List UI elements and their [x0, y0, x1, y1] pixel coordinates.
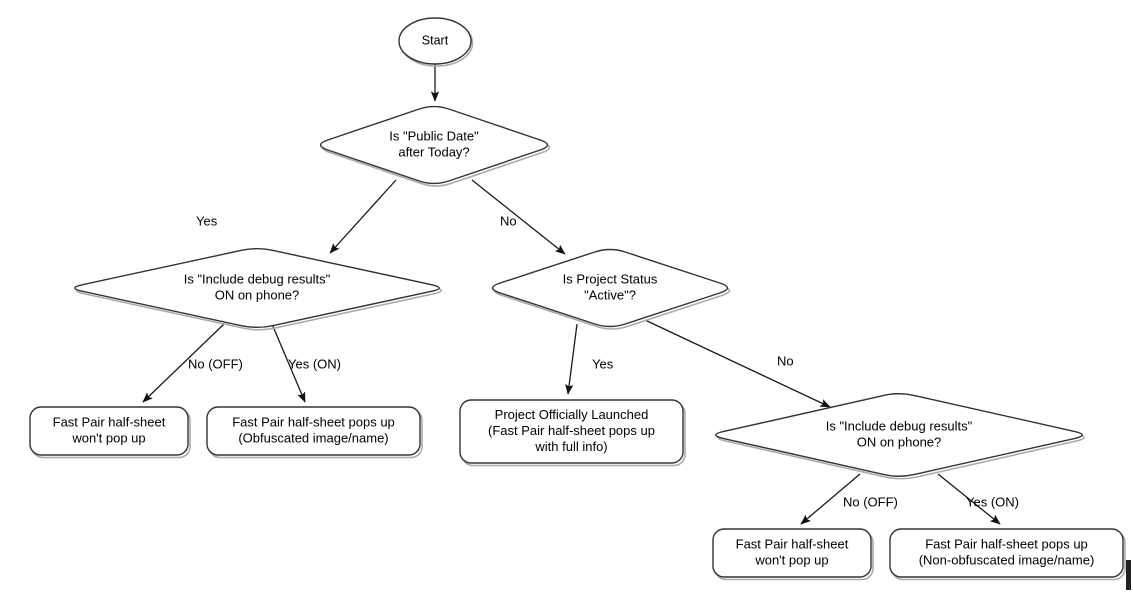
node-outline [715, 393, 1083, 477]
node-outline [491, 248, 729, 328]
node-text-line: Project Officially Launched [495, 407, 649, 422]
node-text-line: (Non-obfuscated image/name) [919, 552, 1095, 567]
node-text-line: after Today? [398, 144, 469, 159]
node-text-line: with full info) [534, 439, 607, 454]
edge-corner-mark [1126, 560, 1131, 590]
node-d_debug_left: Is "Include debug results"ON on phone? [74, 247, 442, 331]
node-d_project_status: Is Project Status"Active"? [491, 248, 731, 330]
edge-label-e9: Yes (ON) [966, 494, 1019, 509]
node-outline [712, 528, 872, 578]
edge-e9 [937, 473, 1001, 525]
node-t_left_on: Fast Pair half-sheet pops up(Obfuscated … [206, 406, 423, 459]
edge-e6 [565, 323, 578, 395]
decoration-layer [1126, 560, 1131, 590]
edge-label-e7: No [777, 353, 794, 368]
edge-e7 [644, 319, 831, 408]
edge-e5 [271, 323, 306, 403]
node-text-line: Is "Public Date" [389, 128, 479, 143]
edge-label-e3: No [500, 213, 517, 228]
node-outline [74, 247, 440, 329]
node-text-line: (Fast Pair half-sheet pops up [488, 423, 655, 438]
edge-label-e4: No (OFF) [188, 356, 243, 371]
node-text-line: ON on phone? [215, 287, 300, 302]
node-text-line: ON on phone? [857, 434, 942, 449]
node-t_right_on: Fast Pair half-sheet pops up(Non-obfusca… [889, 528, 1126, 581]
node-text-line: Fast Pair half-sheet [736, 536, 849, 551]
nodes-layer: Start Is "Public Date"after Today? Is "Inc… [29, 17, 1126, 581]
node-outline [398, 17, 472, 65]
node-outline [889, 528, 1124, 578]
node-text-line: "Active"? [584, 287, 636, 302]
node-t_launched: Project Officially Launched(Fast Pair ha… [459, 399, 686, 467]
node-text-line: Is "Include debug results" [826, 418, 973, 433]
node-text-line: (Obfuscated image/name) [238, 430, 388, 445]
node-outline [459, 399, 684, 464]
node-d_debug_right: Is "Include debug results"ON on phone? [715, 393, 1085, 480]
node-outline [319, 105, 549, 185]
node-text-line: Fast Pair half-sheet pops up [232, 414, 395, 429]
node-text-line: won't pop up [71, 430, 145, 445]
node-d_public_date: Is "Public Date"after Today? [319, 105, 551, 187]
edge-e8 [800, 473, 861, 525]
node-start: Start [398, 17, 474, 67]
edge-e3 [471, 179, 566, 255]
edge-label-e2: Yes [196, 213, 218, 228]
edge-label-e6: Yes [592, 356, 614, 371]
node-text-line: won't pop up [754, 552, 828, 567]
edge-e4 [142, 323, 225, 403]
edge-label-e8: No (OFF) [843, 494, 898, 509]
node-text-line: Fast Pair half-sheet [53, 414, 166, 429]
node-text-line: Fast Pair half-sheet pops up [925, 536, 1088, 551]
node-text-line: Start [422, 33, 449, 47]
node-text-line: Is Project Status [563, 271, 658, 286]
edge-e2 [329, 179, 397, 254]
edges-layer [142, 64, 1001, 525]
node-outline [29, 406, 189, 456]
edge-label-e5: Yes (ON) [288, 356, 341, 371]
node-outline [206, 406, 421, 456]
node-text-line: Is "Include debug results" [184, 271, 331, 286]
